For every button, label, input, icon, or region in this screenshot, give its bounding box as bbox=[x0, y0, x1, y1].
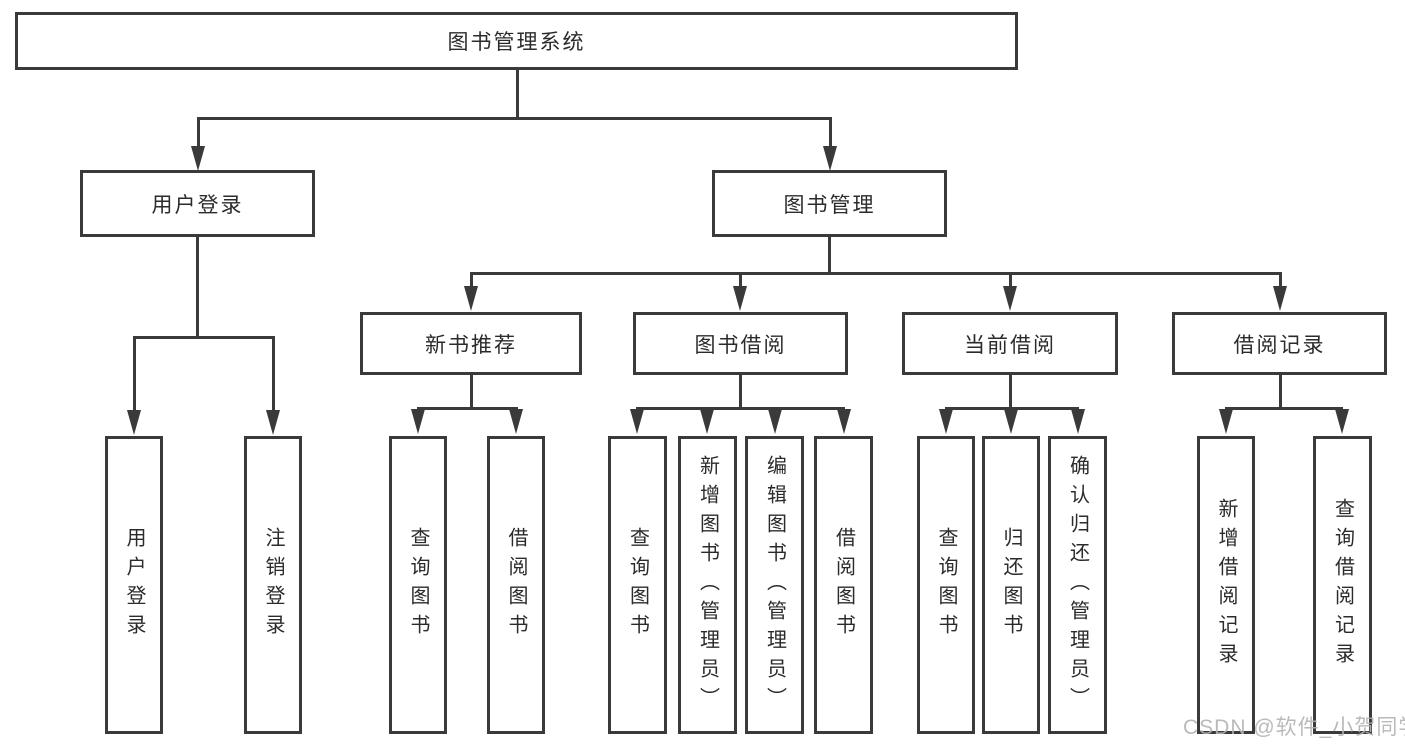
arrow-down-icon bbox=[1003, 286, 1017, 311]
node-label: 借阅图书 bbox=[832, 527, 855, 643]
arrow-down-icon bbox=[733, 286, 747, 311]
connector-borrow-records-stem bbox=[1279, 375, 1282, 409]
connector-current-borrow-stem bbox=[1009, 375, 1012, 409]
node-label: 借阅记录 bbox=[1233, 333, 1326, 357]
connector-to-borrow-records bbox=[1279, 272, 1282, 287]
connector-book-management-stem bbox=[828, 237, 831, 273]
arrow-down-icon bbox=[1071, 409, 1085, 434]
node-library-management-system: 图书管理系统 bbox=[15, 12, 1018, 70]
leaf-edit-book-admin: 编辑图书（管理员） bbox=[745, 436, 804, 734]
leaf-borrow-book: 借阅图书 bbox=[814, 436, 873, 734]
connector-user-login-stem bbox=[196, 237, 199, 336]
node-book-management: 图书管理 bbox=[712, 170, 947, 237]
connector-current-borrow-rail bbox=[945, 407, 1079, 410]
connector-to-new-book-recommend bbox=[470, 272, 473, 287]
arrow-down-icon bbox=[191, 146, 205, 171]
node-label: 查询图书 bbox=[407, 527, 429, 643]
node-label: 编辑图书（管理员） bbox=[763, 454, 786, 716]
arrow-down-icon bbox=[1335, 409, 1349, 434]
node-label: 当前借阅 bbox=[964, 333, 1056, 357]
node-label: 新增图书（管理员） bbox=[696, 454, 719, 716]
node-label: 查询图书 bbox=[935, 527, 957, 643]
arrow-down-icon bbox=[630, 409, 644, 434]
arrow-down-icon bbox=[823, 146, 837, 171]
arrow-down-icon bbox=[768, 409, 782, 434]
leaf-return-book: 归还图书 bbox=[982, 436, 1040, 734]
node-current-borrow: 当前借阅 bbox=[902, 312, 1118, 375]
arrow-down-icon bbox=[939, 409, 953, 434]
leaf-query-book-current: 查询图书 bbox=[917, 436, 975, 734]
node-borrow-records: 借阅记录 bbox=[1172, 312, 1387, 375]
arrow-down-icon bbox=[509, 409, 523, 434]
arrow-down-icon bbox=[1219, 409, 1233, 434]
arrow-down-icon bbox=[837, 409, 851, 434]
leaf-logout: 注销登录 bbox=[244, 436, 302, 734]
leaf-query-book-borrow: 查询图书 bbox=[608, 436, 667, 734]
arrow-down-icon bbox=[464, 286, 478, 311]
node-label: 查询借阅记录 bbox=[1331, 498, 1354, 672]
node-book-borrow: 图书借阅 bbox=[633, 312, 848, 375]
arrow-down-icon bbox=[700, 409, 714, 434]
node-label: 借阅图书 bbox=[505, 527, 527, 643]
leaf-add-book-admin: 新增图书（管理员） bbox=[678, 436, 737, 734]
leaf-user-login: 用户登录 bbox=[105, 436, 163, 734]
node-label: 用户登录 bbox=[151, 193, 244, 217]
connector-book-management-rail bbox=[470, 272, 1281, 275]
connector-root-rail bbox=[197, 117, 831, 120]
connector-to-current-borrow bbox=[1009, 272, 1012, 287]
connector-new-book-stem bbox=[470, 375, 473, 409]
connector-book-borrow-rail bbox=[636, 407, 845, 410]
node-new-book-recommend: 新书推荐 bbox=[360, 312, 582, 375]
node-label: 图书管理系统 bbox=[447, 31, 586, 54]
leaf-add-borrow-record: 新增借阅记录 bbox=[1197, 436, 1255, 734]
node-label: 查询图书 bbox=[626, 527, 649, 643]
node-label: 用户登录 bbox=[123, 527, 145, 643]
node-label: 图书管理 bbox=[783, 193, 876, 217]
csdn-watermark: CSDN @软件_小贺同学 bbox=[1183, 716, 1405, 739]
arrow-down-icon bbox=[127, 410, 141, 435]
arrow-down-icon bbox=[266, 410, 280, 435]
connector-to-user-login bbox=[197, 117, 200, 147]
connector-book-borrow-stem bbox=[739, 375, 742, 409]
connector-to-book-management bbox=[829, 117, 832, 147]
node-label: 归还图书 bbox=[1000, 527, 1022, 643]
node-user-login: 用户登录 bbox=[80, 170, 315, 237]
arrow-down-icon bbox=[411, 409, 425, 434]
node-label: 确认归还（管理员） bbox=[1066, 454, 1089, 716]
node-label: 图书借阅 bbox=[694, 333, 787, 357]
connector-to-leaf-user-login bbox=[133, 336, 136, 410]
leaf-query-book-recommend: 查询图书 bbox=[389, 436, 447, 734]
connector-new-book-rail bbox=[417, 407, 518, 410]
node-label: 注销登录 bbox=[262, 527, 284, 643]
connector-to-book-borrow bbox=[739, 272, 742, 287]
leaf-query-borrow-record: 查询借阅记录 bbox=[1313, 436, 1372, 734]
arrow-down-icon bbox=[1273, 286, 1287, 311]
leaf-confirm-return-admin: 确认归还（管理员） bbox=[1048, 436, 1107, 734]
leaf-borrow-book-recommend: 借阅图书 bbox=[487, 436, 545, 734]
connector-user-login-rail bbox=[133, 336, 275, 339]
arrow-down-icon bbox=[1004, 409, 1018, 434]
connector-to-leaf-logout bbox=[272, 336, 275, 410]
connector-borrow-records-rail bbox=[1225, 407, 1343, 410]
connector-root-stem bbox=[516, 70, 519, 117]
node-label: 新增借阅记录 bbox=[1215, 498, 1237, 672]
node-label: 新书推荐 bbox=[425, 333, 517, 357]
